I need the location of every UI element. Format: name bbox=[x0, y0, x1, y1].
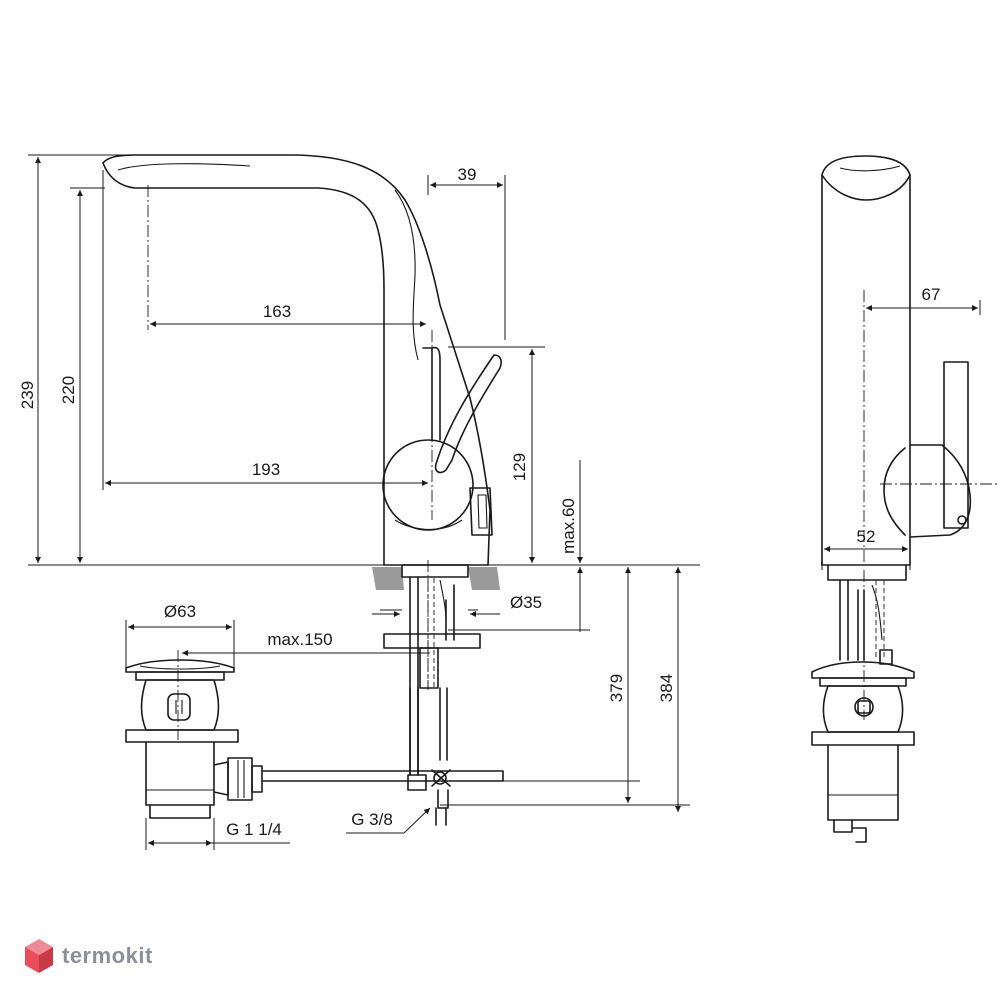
dimension-lines bbox=[35, 157, 978, 846]
dim-g38: G 3/8 bbox=[351, 810, 393, 829]
countertop bbox=[372, 567, 500, 590]
extension-lines bbox=[28, 154, 981, 850]
faucet-side-view bbox=[811, 155, 972, 843]
dim-max150: max.150 bbox=[267, 630, 332, 649]
center-lines bbox=[147, 185, 1000, 740]
dim-220: 220 bbox=[59, 376, 78, 404]
lever bbox=[422, 346, 441, 441]
dim-129: 129 bbox=[510, 453, 529, 481]
dim-379: 379 bbox=[607, 674, 626, 702]
popup-waste-front bbox=[125, 659, 263, 819]
dim-max60: max.60 bbox=[559, 498, 578, 554]
dim-d63: Ø63 bbox=[164, 602, 196, 621]
dim-384: 384 bbox=[657, 674, 676, 702]
faucet-front-view bbox=[102, 154, 502, 566]
dim-g114: G 1 1/4 bbox=[226, 820, 282, 839]
dim-239: 239 bbox=[18, 381, 37, 409]
dim-d35: Ø35 bbox=[510, 593, 542, 612]
spout-tip bbox=[102, 162, 385, 566]
spout-top bbox=[102, 154, 471, 399]
dim-193: 193 bbox=[252, 460, 280, 479]
dim-39: 39 bbox=[458, 165, 477, 184]
brand-name: termokit bbox=[62, 943, 153, 968]
dim-52: 52 bbox=[857, 527, 876, 546]
handle-knob bbox=[382, 439, 474, 531]
brand-logo: termokit bbox=[24, 936, 153, 976]
cube-logo-icon bbox=[25, 939, 53, 973]
dim-67: 67 bbox=[922, 285, 941, 304]
dim-163: 163 bbox=[263, 302, 291, 321]
cartridge-cap bbox=[469, 487, 493, 536]
dimension-labels: 239 220 39 163 193 129 max.60 Ø35 Ø63 ma… bbox=[18, 165, 940, 839]
shank-assembly bbox=[261, 564, 504, 826]
